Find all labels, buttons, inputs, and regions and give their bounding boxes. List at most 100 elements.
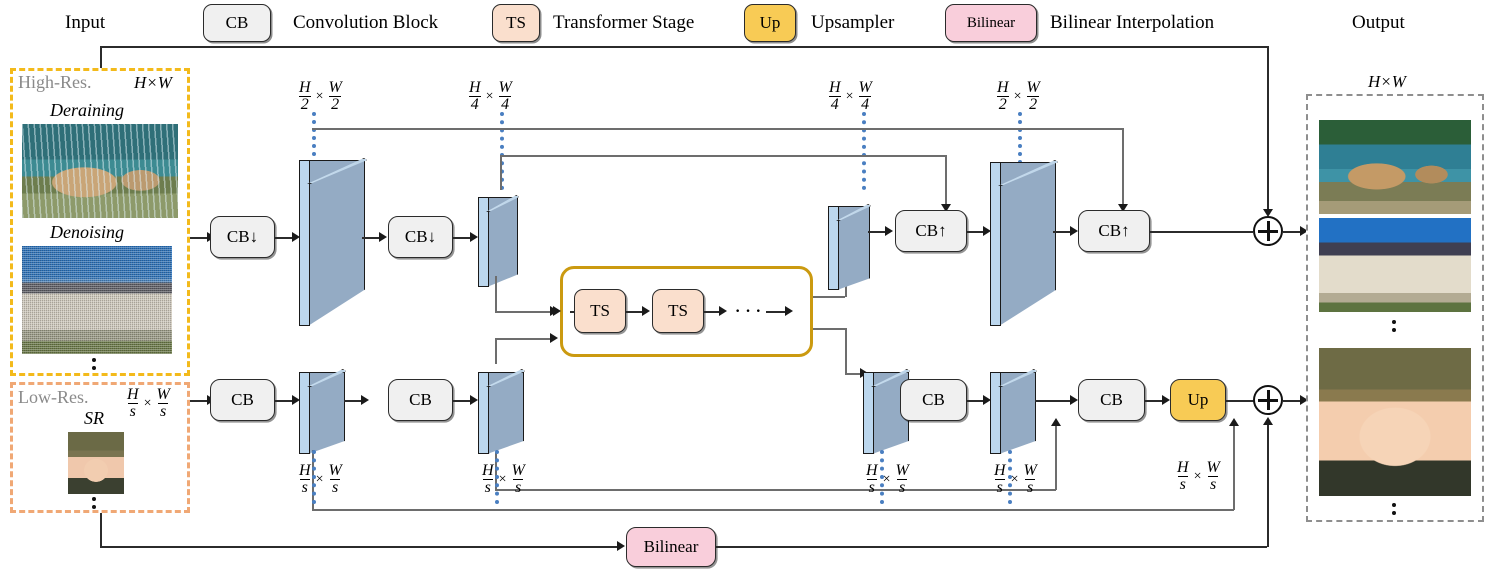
frac-num: H (866, 462, 878, 479)
op-cb-down-2[interactable]: CB↓ (388, 216, 453, 258)
edge-slab6-to-ts-up (495, 338, 497, 364)
arrow-slab1-to-cbdown2 (379, 232, 387, 242)
skip-line-top-inner-drop (945, 155, 947, 206)
frac-num: W (895, 462, 909, 479)
output-image-bear (1319, 120, 1471, 214)
feature-map-hw4-enc (478, 183, 519, 287)
frac-num: H (482, 462, 494, 479)
op-cb-up-2[interactable]: CB↑ (1078, 210, 1150, 252)
task-label-sr: SR (84, 408, 104, 428)
skip-arrow-top-inner (940, 204, 951, 212)
guide-dotted-hsws-2 (495, 450, 499, 504)
bilinear-line-across-right (716, 546, 1267, 548)
feature-side-face (863, 372, 874, 454)
arrow-sumtop-to-output (1300, 226, 1308, 236)
times-symbol: × (1013, 88, 1022, 104)
op-cb-down-1[interactable]: CB↓ (210, 216, 275, 258)
arrow-ts1-to-ts2 (642, 306, 650, 316)
op-ts-1[interactable]: TS (574, 289, 626, 333)
input-image-denoising (22, 246, 172, 354)
edge-sumtop-to-output (1283, 231, 1303, 233)
legend-label-bilinear: Bilinear Interpolation (1050, 12, 1215, 33)
output-ellipsis-bottom (1392, 503, 1396, 515)
skip-arrow-bottom-outer (1228, 418, 1239, 426)
op-cb-1[interactable]: CB (210, 379, 275, 421)
guide-dotted-hsws-3 (880, 450, 884, 504)
edge-slab1-to-cbdown2 (362, 237, 384, 239)
feature-side-face (478, 197, 489, 287)
frac-num: H (1177, 459, 1189, 476)
legend-bar: Input CB Convolution Block TS Transforme… (0, 0, 1485, 46)
legend-output-label: Output (1352, 12, 1405, 33)
op-ts-2[interactable]: TS (652, 289, 704, 333)
op-cb-2[interactable]: CB (388, 379, 453, 421)
task-label-deraining: Deraining (50, 100, 124, 120)
output-image-castle (1319, 218, 1471, 312)
op-cb-up-1[interactable]: CB↑ (895, 210, 967, 252)
frac-num: H (299, 79, 311, 96)
legend-label-cb: Convolution Block (293, 12, 439, 33)
edge-cbup2-to-sum (1150, 231, 1253, 233)
feature-front-face (999, 162, 1056, 326)
frac-den: s (127, 403, 138, 421)
times-symbol: × (845, 88, 854, 104)
edge-input-to-cb1 (190, 400, 210, 402)
legend-label-ts: Transformer Stage (553, 12, 695, 33)
op-bilinear-label: Bilinear (643, 537, 699, 556)
high-res-group-label: High-Res. (18, 72, 92, 92)
edge-slab8-to-cb4 (1035, 400, 1075, 402)
frac-den: s (897, 479, 908, 497)
frac-den: 4 (499, 96, 512, 114)
legend-chip-bilinear-text: Bilinear (966, 14, 1016, 31)
op-cb-3-label: CB (922, 390, 945, 409)
arrow-cbdown2-to-slab2 (470, 232, 478, 242)
legend-input-label: Input (65, 12, 106, 33)
edge-ts-out-upper-a (813, 296, 845, 298)
op-cb-4[interactable]: CB (1078, 379, 1145, 421)
skip-line-bottom-outer-rise (1233, 425, 1235, 510)
feature-map-hs-ws-1 (299, 358, 346, 454)
skip-line-top-inner (500, 155, 945, 157)
guide-dotted-hw4-enc (500, 112, 504, 190)
arrow-slab3-to-cbup1 (885, 226, 893, 236)
frac-num: H (994, 462, 1006, 479)
skip-line-top-outer-drop (1122, 128, 1124, 206)
op-cb-up-2-label: CB↑ (1098, 221, 1130, 240)
arrow-slab8-to-cb4 (1070, 395, 1078, 405)
frac-den: 4 (828, 96, 841, 114)
op-upsampler[interactable]: Up (1170, 379, 1226, 421)
arrow-sumbottom-to-output (1300, 395, 1308, 405)
op-bilinear[interactable]: Bilinear (626, 527, 716, 567)
sum-node-top (1253, 216, 1283, 246)
arrow-ts-exit (785, 306, 793, 316)
bilinear-line-rise (1267, 424, 1269, 547)
op-cb-2-label: CB (409, 390, 432, 409)
edge-sumbottom-to-output (1283, 400, 1303, 402)
arrow-slab4-to-cbup2 (1070, 226, 1078, 236)
arrow-into-bilinear (617, 541, 625, 551)
low-res-ellipsis (92, 497, 96, 509)
skip-line-top-outer (312, 128, 1124, 130)
output-dim-label: H×W (1368, 72, 1406, 91)
edge-cbdown1-to-slab1 (275, 237, 297, 239)
arrow-cb3-to-slab8 (983, 395, 991, 405)
frac-num: W (1206, 459, 1220, 476)
frac-num: W (511, 462, 525, 479)
feature-map-hw4-dec (828, 192, 871, 290)
times-symbol: × (1010, 471, 1019, 487)
op-cb-3[interactable]: CB (900, 379, 967, 421)
input-image-deraining (22, 124, 178, 218)
bilinear-line-from-input (100, 513, 102, 547)
arrow-cb2-to-slab6 (470, 395, 478, 405)
frac-num: H (997, 79, 1009, 96)
feature-map-hs-ws-2 (478, 358, 525, 454)
legend-chip-ts: TS (492, 4, 540, 42)
edge-slab6-to-ts-across (495, 338, 553, 340)
